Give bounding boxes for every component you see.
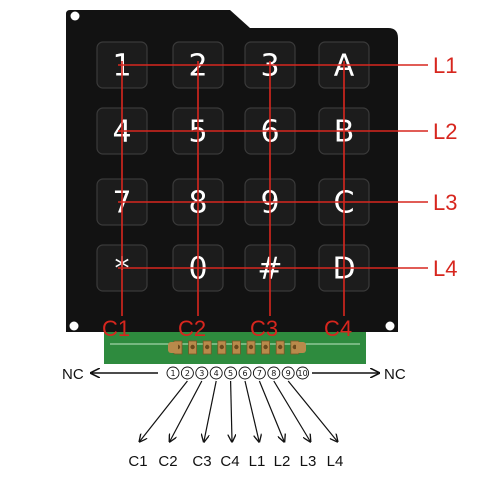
header-pins — [168, 340, 306, 355]
pin-arrow-c3 — [204, 380, 217, 441]
pin-number: 8 — [271, 369, 276, 378]
pin-number: 2 — [185, 369, 190, 378]
pin-number-circle — [224, 366, 238, 380]
row-label-l2: L2 — [433, 119, 457, 144]
pin-arrow-c2 — [170, 380, 203, 441]
column-label-c2: C2 — [178, 316, 206, 341]
mount-hole — [69, 321, 79, 331]
pin-number-circle — [209, 366, 223, 380]
column-label-c4: C4 — [324, 316, 352, 341]
pin-number: 9 — [286, 369, 291, 378]
pin-label-l3: L3 — [300, 453, 317, 470]
pin-hole — [190, 344, 195, 350]
row-label-l4: L4 — [433, 256, 457, 281]
nc-left-label: NC — [62, 366, 84, 383]
pin-number: 5 — [228, 369, 233, 378]
pin-number-circle — [296, 366, 310, 380]
pin-number: 4 — [214, 369, 219, 378]
pin-arrow-l4 — [287, 380, 337, 441]
pin-number: 1 — [170, 369, 175, 378]
pin-hole — [263, 344, 268, 350]
pin-label-l2: L2 — [274, 453, 291, 470]
row-label-l1: L1 — [433, 53, 457, 78]
mount-hole — [70, 11, 80, 21]
nc-right-label: NC — [384, 366, 406, 383]
mount-hole — [385, 321, 395, 331]
pin-hole — [205, 344, 210, 350]
column-label-c1: C1 — [102, 316, 130, 341]
pin-hole — [278, 344, 283, 350]
pin-label-l4: L4 — [327, 453, 344, 470]
pin-number-circle — [267, 366, 281, 380]
pin-label-l1: L1 — [249, 453, 266, 470]
pin-number-circle — [252, 366, 266, 380]
pin-label-c2: C2 — [158, 453, 177, 470]
pin-arrow-c4 — [231, 380, 232, 441]
pin-label-c3: C3 — [192, 453, 211, 470]
pin-number-circle — [195, 366, 209, 380]
header-pin-end — [168, 342, 178, 353]
keypad-body — [66, 10, 398, 332]
pin-arrow-l1 — [244, 380, 259, 441]
pin-fan-arrows: C1 C2 C3 C4 L1 L2 L3 L4 — [128, 380, 344, 470]
column-label-c3: C3 — [250, 316, 278, 341]
pin-hole — [292, 344, 297, 350]
mount-hole — [385, 11, 395, 21]
pin-number: 10 — [298, 369, 308, 378]
pin-hole — [219, 344, 224, 350]
pin-label-c4: C4 — [220, 453, 239, 470]
pin-hole — [248, 344, 254, 350]
pin-arrow-c1 — [140, 380, 188, 441]
pin-number: 6 — [242, 369, 247, 378]
pin-number: 7 — [257, 369, 262, 378]
header-pin-end — [296, 342, 306, 353]
pin-label-c1: C1 — [128, 453, 147, 470]
pin-number-circle — [281, 366, 295, 380]
row-label-l3: L3 — [433, 190, 457, 215]
pin-hole — [234, 344, 239, 350]
pin-arrow-l3 — [273, 380, 310, 441]
pin-number-circle — [238, 366, 252, 380]
pin-number-circle — [180, 366, 194, 380]
pin-number-circle — [166, 366, 180, 380]
pin-arrow-l2 — [258, 380, 284, 441]
pin-number: 3 — [199, 369, 204, 378]
